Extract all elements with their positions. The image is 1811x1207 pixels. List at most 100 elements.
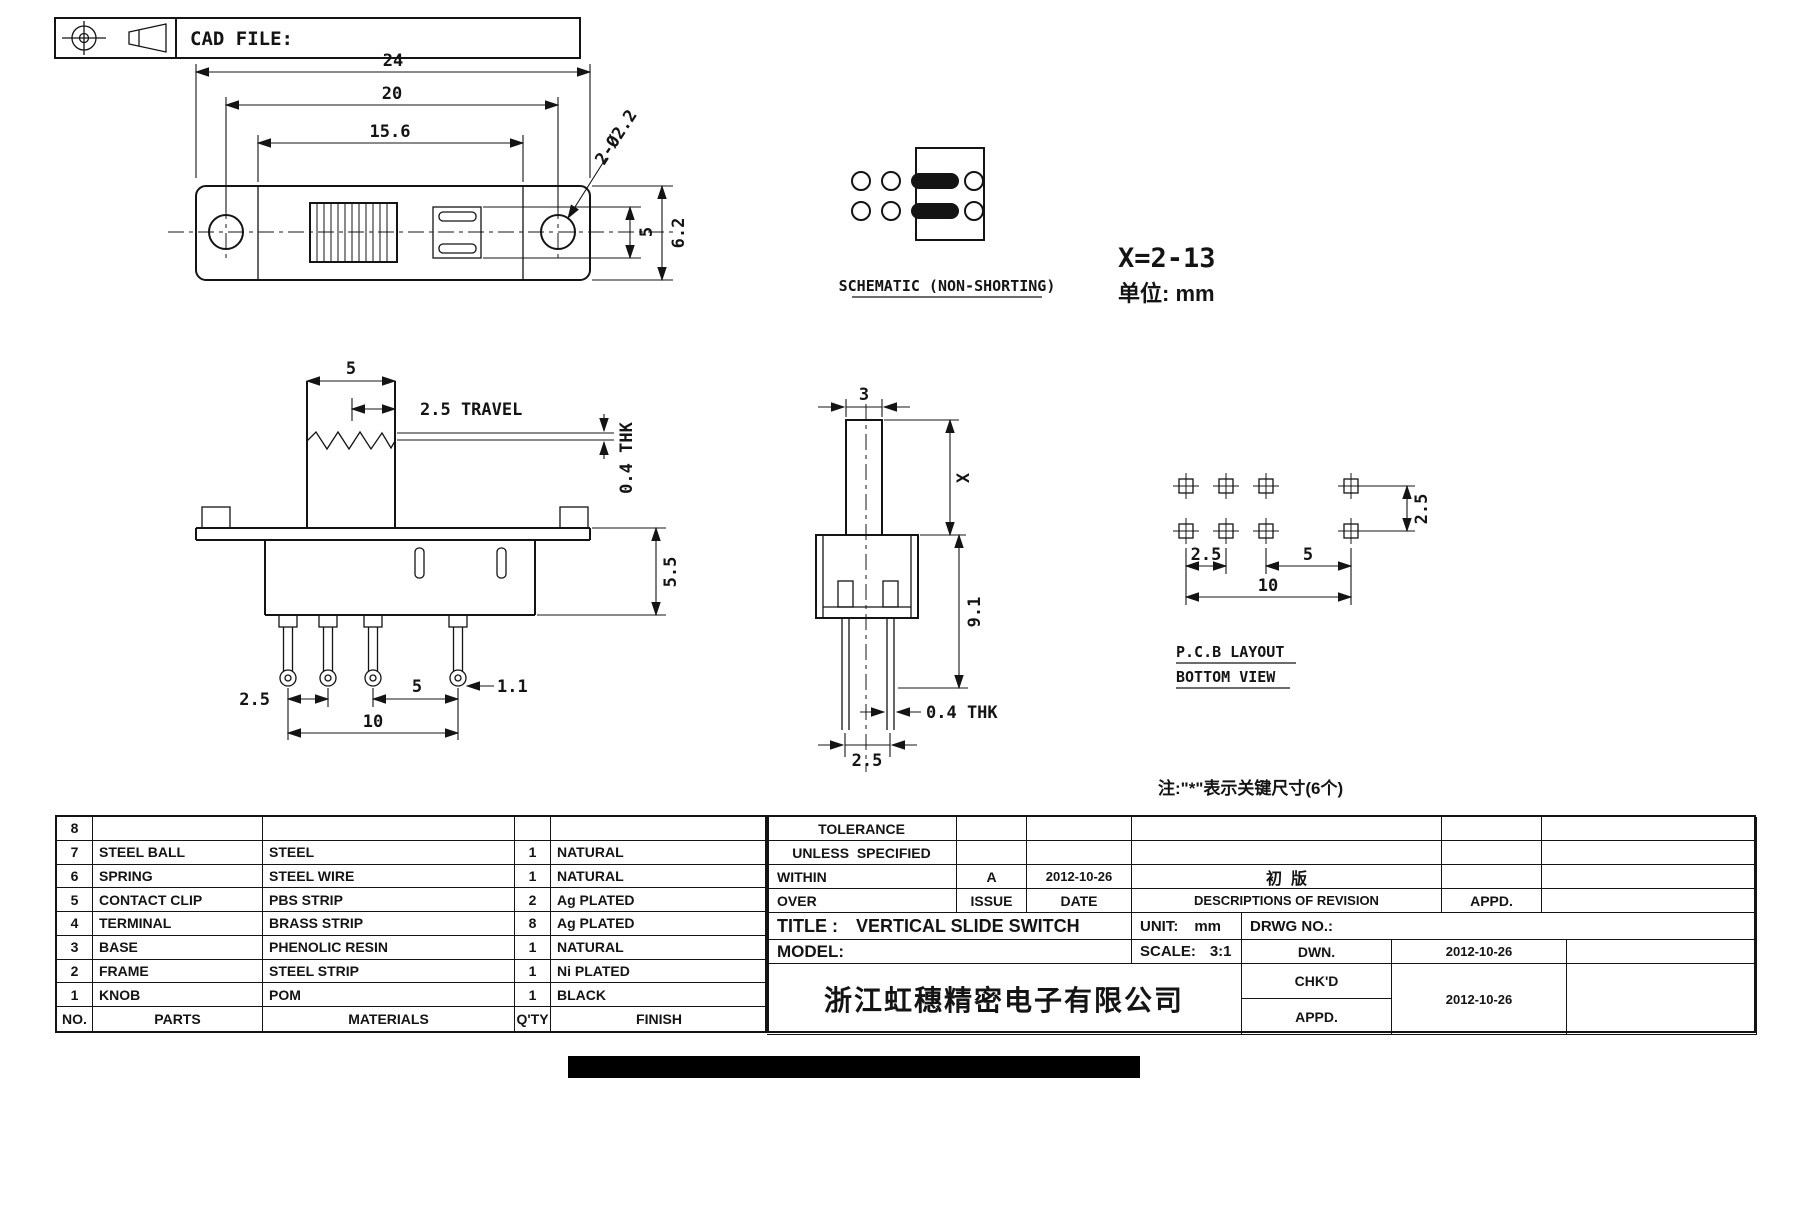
pcb-caption-line1: P.C.B LAYOUT — [1176, 643, 1284, 661]
frame-tab-right — [559, 506, 589, 529]
title-label: TITLE : — [777, 915, 838, 936]
contact-bar-bottom — [911, 203, 959, 219]
empty-cell — [1027, 817, 1132, 841]
parts-finish: Ag PLATED — [551, 912, 767, 936]
terminal-pins — [278, 614, 468, 687]
parts-material — [263, 817, 515, 841]
slider-body — [432, 206, 482, 259]
dim-pin-pitch-25: 2.5 — [239, 690, 270, 710]
dim-pin-row-pitch: 2.5 — [852, 751, 883, 771]
parts-qty — [515, 817, 551, 841]
tolerance-line2: UNLESS SPECIFIED — [767, 841, 957, 865]
parts-no: 2 — [57, 959, 93, 984]
parts-qty: 8 — [515, 912, 551, 936]
contact-bar-top — [911, 173, 959, 189]
body-end — [815, 534, 919, 619]
parts-material: POM — [263, 983, 515, 1008]
parts-no: 4 — [57, 912, 93, 936]
chkd-date: 2012-10-26 — [1392, 964, 1567, 1035]
parts-no: 1 — [57, 983, 93, 1008]
parts-finish: NATURAL — [551, 865, 767, 889]
dim-pcb-pitch-25: 2.5 — [1191, 545, 1222, 565]
date-header: DATE — [1027, 889, 1132, 913]
knob-hatched — [309, 202, 398, 263]
empty-cell — [1442, 841, 1542, 865]
scale-cell: SCALE: 3:1 — [1132, 940, 1242, 964]
parts-finish: Ni PLATED — [551, 960, 767, 984]
parts-qty: 1 — [515, 959, 551, 984]
parts-header-finish: FINISH — [636, 1011, 682, 1028]
dim-body-height: 6.2 — [669, 218, 689, 249]
parts-qty: 2 — [515, 888, 551, 913]
dim-pin-pitch-5: 5 — [412, 677, 422, 697]
title-value: VERTICAL SLIDE SWITCH — [856, 915, 1080, 936]
unit-label: UNIT: — [1140, 917, 1179, 935]
dim-pcb-pitch-5: 5 — [1303, 545, 1313, 565]
switch-frame-outline — [195, 185, 591, 281]
parts-material: STEEL WIRE — [263, 864, 515, 889]
parts-no: 8 — [57, 817, 93, 841]
parts-material: BRASS STRIP — [263, 912, 515, 936]
parts-finish — [551, 817, 767, 841]
end-view: 3 X 9.1 0.4 THK 2.5 — [815, 385, 998, 772]
parts-material: PBS STRIP — [263, 888, 515, 913]
front-view: 24 20 15.6 2-Ø2.2 5 6.2 — [168, 51, 689, 282]
empty-cell — [1542, 841, 1757, 865]
parts-qty: 1 — [515, 935, 551, 960]
parts-name: BASE — [93, 935, 263, 960]
parts-header-materials: MATERIALS — [263, 1007, 515, 1031]
parts-no: 7 — [57, 840, 93, 865]
parts-header-parts: PARTS — [93, 1007, 263, 1031]
tolerance-line1: TOLERANCE — [767, 817, 957, 841]
empty-cell — [1567, 940, 1757, 964]
scale-value: 3:1 — [1209, 943, 1232, 960]
dim-pin-width: 1.1 — [497, 677, 528, 697]
cad-file-label: CAD FILE: — [190, 28, 293, 50]
parts-finish: NATURAL — [551, 936, 767, 960]
dim-knob-height-x: X — [954, 472, 974, 483]
parts-name: KNOB — [93, 983, 263, 1008]
revision-issue-value: A — [957, 865, 1027, 889]
dim-slot-height: 5 — [637, 227, 657, 237]
parts-finish: BLACK — [551, 983, 767, 1008]
parts-material: PHENOLIC RESIN — [263, 935, 515, 960]
chkd-label: CHK'D — [1242, 964, 1392, 999]
parts-header-qty: Q'TY — [515, 1007, 551, 1031]
parts-qty: 1 — [515, 864, 551, 889]
x-range-label: X=2-13 — [1118, 243, 1216, 274]
dim-base-height: 5.5 — [661, 557, 681, 588]
drwg-no-cell: DRWG NO.: — [1242, 913, 1757, 940]
dim-knob-width: 5 — [346, 359, 356, 379]
parts-name: SPRING — [93, 864, 263, 889]
projection-symbol-icon — [62, 21, 167, 55]
parts-qty: 1 — [515, 983, 551, 1008]
empty-cell — [1132, 841, 1442, 865]
unit-value: mm — [1194, 917, 1222, 935]
empty-cell — [957, 817, 1027, 841]
dim-pin-span: 10 — [363, 712, 383, 732]
pcb-pads — [1173, 473, 1364, 544]
dim-knob-thickness: 0.4 THK — [617, 421, 637, 493]
schematic-view: SCHEMATIC (NON-SHORTING) X=2-13 单位: mm — [839, 147, 1216, 306]
empty-cell — [1542, 865, 1757, 889]
tolerance-within: WITHIN — [767, 865, 957, 889]
frame-tab-left — [201, 506, 231, 529]
dim-knob-depth: 3 — [859, 385, 869, 405]
empty-cell — [1132, 817, 1442, 841]
issue-header: ISSUE — [957, 889, 1027, 913]
parts-material: STEEL STRIP — [263, 959, 515, 984]
empty-cell — [1442, 817, 1542, 841]
schematic-housing — [915, 147, 985, 241]
parts-finish: Ag PLATED — [551, 888, 767, 913]
appd-row-label: APPD. — [1242, 999, 1392, 1035]
dim-hole-callout: 2-Ø2.2 — [591, 106, 641, 168]
empty-cell — [957, 841, 1027, 865]
dim-pin-thickness: 0.4 THK — [926, 703, 998, 723]
break-line — [306, 430, 396, 451]
dim-body-width: 15.6 — [370, 122, 411, 142]
dwn-date: 2012-10-26 — [1392, 940, 1567, 964]
parts-name: CONTACT CLIP — [93, 888, 263, 913]
side-view: 5 2.5 TRAVEL 0.4 THK — [195, 359, 681, 740]
company-name: 浙江虹穗精密电子有限公司 — [767, 964, 1242, 1035]
